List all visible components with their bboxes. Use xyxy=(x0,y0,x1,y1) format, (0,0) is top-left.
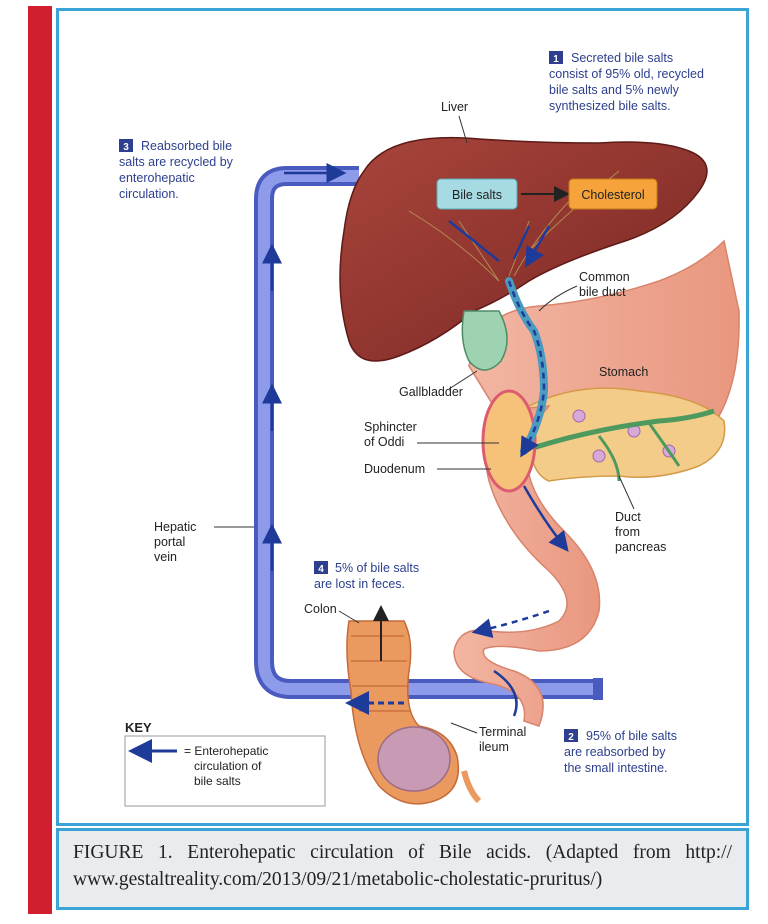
svg-text:Secreted bile salts: Secreted bile salts xyxy=(571,51,673,65)
bile-salts-box xyxy=(436,178,518,210)
svg-text:bile salts: bile salts xyxy=(194,774,241,788)
stomach-label: Stomach xyxy=(599,365,648,379)
common-bile-duct-label-1: Common xyxy=(579,270,630,284)
svg-text:are reabsorbed by: are reabsorbed by xyxy=(564,745,666,759)
gallbladder xyxy=(461,310,508,371)
step-3-note: 3 Reabsorbed bile salts are recycled by … xyxy=(119,139,234,201)
common-bile-duct-label-2: bile duct xyxy=(579,285,626,299)
svg-text:salts are recycled by: salts are recycled by xyxy=(119,155,234,169)
svg-text:2: 2 xyxy=(568,732,574,743)
svg-text:circulation.: circulation. xyxy=(119,187,179,201)
svg-text:Reabsorbed bile: Reabsorbed bile xyxy=(141,139,232,153)
gallbladder-label: Gallbladder xyxy=(399,385,463,399)
svg-text:4: 4 xyxy=(318,564,324,575)
cholesterol-box xyxy=(568,178,658,210)
caption-box: FIGURE 1. Enterohepatic circulation of B… xyxy=(56,828,749,910)
duct-pancreas-label-2: from xyxy=(615,525,640,539)
sphincter-label-1: Sphincter xyxy=(364,420,417,434)
svg-text:are lost in feces.: are lost in feces. xyxy=(314,577,405,591)
svg-text:5% of bile salts: 5% of bile salts xyxy=(335,561,419,575)
diagram-panel: Bile salts Cholesterol 1 Secreted bile s… xyxy=(56,8,749,826)
key-legend: KEY = Enterohepatic circulation of bile … xyxy=(124,720,326,807)
svg-text:= Enterohepatic: = Enterohepatic xyxy=(184,744,268,758)
svg-text:95% of bile salts: 95% of bile salts xyxy=(586,729,677,743)
step-4-note: 4 5% of bile salts are lost in feces. xyxy=(314,561,419,591)
svg-text:3: 3 xyxy=(123,142,129,153)
cholesterol-label: Cholesterol xyxy=(581,188,644,202)
svg-text:consist of 95% old, recycled: consist of 95% old, recycled xyxy=(549,67,704,81)
small-intestine xyxy=(453,405,601,727)
terminal-ileum-label-1: Terminal xyxy=(479,725,526,739)
duodenum-label: Duodenum xyxy=(364,462,425,476)
duct-pancreas-label-3: pancreas xyxy=(615,540,666,554)
sphincter-label-2: of Oddi xyxy=(364,435,404,449)
svg-text:enterohepatic: enterohepatic xyxy=(119,171,195,185)
svg-text:synthesized bile salts.: synthesized bile salts. xyxy=(549,99,671,113)
duct-pancreas-label-1: Duct xyxy=(615,510,641,524)
svg-text:the small intestine.: the small intestine. xyxy=(564,761,668,775)
svg-text:KEY: KEY xyxy=(125,720,152,735)
hepatic-portal-vein-label-3: vein xyxy=(154,550,177,564)
terminal-ileum-label-2: ileum xyxy=(479,740,509,754)
figure-caption: FIGURE 1. Enterohepatic circulation of B… xyxy=(73,842,732,890)
colon-label: Colon xyxy=(304,602,337,616)
liver-label: Liver xyxy=(441,100,468,114)
red-accent-bar xyxy=(28,6,52,914)
svg-text:1: 1 xyxy=(553,54,559,65)
enterohepatic-diagram: Bile salts Cholesterol 1 Secreted bile s… xyxy=(119,51,740,807)
bile-salts-label: Bile salts xyxy=(452,188,502,202)
svg-text:bile salts and 5% newly: bile salts and 5% newly xyxy=(549,83,680,97)
step-2-note: 2 95% of bile salts are reabsorbed by th… xyxy=(564,729,677,775)
pancreas xyxy=(527,387,726,482)
figure-frame: Bile salts Cholesterol 1 Secreted bile s… xyxy=(28,6,752,914)
hepatic-portal-vein-label-2: portal xyxy=(154,535,185,549)
step-1-note: 1 Secreted bile salts consist of 95% old… xyxy=(549,51,704,113)
hepatic-portal-vein-label-1: Hepatic xyxy=(154,520,196,534)
svg-text:circulation of: circulation of xyxy=(194,759,262,773)
